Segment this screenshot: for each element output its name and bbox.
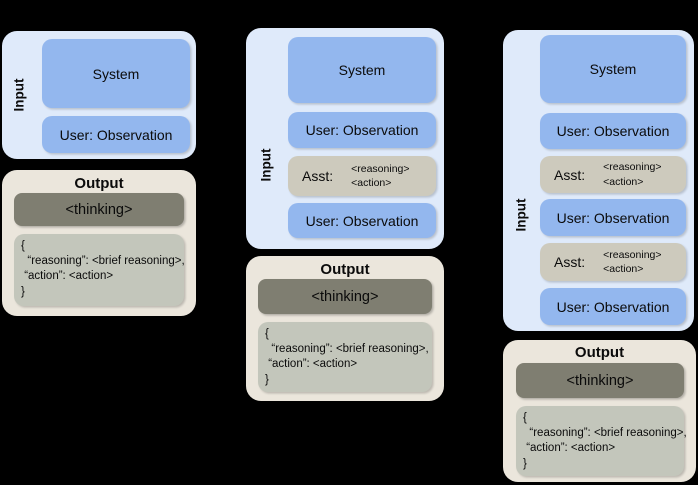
assistant-label: Asst: xyxy=(302,168,334,184)
system-message-label: System xyxy=(589,61,637,77)
json-output-box: { “reasoning”: <brief reasoning>, “actio… xyxy=(14,234,185,306)
user-observation-box: User: Observation xyxy=(540,288,686,325)
json-output-box: { “reasoning”: <brief reasoning>, “actio… xyxy=(516,406,687,476)
output-title: Output xyxy=(320,261,370,278)
thinking-box: <thinking> xyxy=(14,193,184,226)
input-rotated-label: Input xyxy=(11,78,27,112)
assistant-message-box: Asst: <reasoning> <action> xyxy=(288,156,436,196)
system-message-box: System xyxy=(540,35,686,103)
assistant-action: <action> xyxy=(603,175,644,188)
input-rotated-label: Input xyxy=(513,198,529,232)
json-line: “reasoning”: <brief reasoning>, xyxy=(523,427,687,440)
input-panel-step3: Input System User: Observation Asst: <re… xyxy=(503,30,694,331)
output-title: Output xyxy=(74,175,124,192)
user-observation-label: User: Observation xyxy=(556,209,670,226)
assistant-content: <reasoning> <action> xyxy=(603,248,661,276)
thinking-label: <thinking> xyxy=(566,372,634,389)
assistant-reasoning: <reasoning> xyxy=(351,162,410,175)
user-observation-box: User: Observation xyxy=(288,112,436,148)
output-panel-step2: Output <thinking> { “reasoning”: <brief … xyxy=(246,256,444,401)
system-message-box: System xyxy=(288,37,436,103)
output-panel-step1: Output <thinking> { “reasoning”: <brief … xyxy=(2,170,196,316)
user-observation-box: User: Observation xyxy=(540,199,686,236)
user-observation-label: User: Observation xyxy=(305,122,419,138)
input-rotated-label: Input xyxy=(258,148,274,182)
json-line: “action”: <action> xyxy=(523,442,616,455)
assistant-content: <reasoning> <action> xyxy=(351,162,409,190)
json-line: { xyxy=(21,240,25,252)
json-line: “reasoning”: <brief reasoning>, xyxy=(265,343,429,356)
assistant-label: Asst: xyxy=(554,254,586,270)
json-line: } xyxy=(21,285,25,298)
assistant-reasoning: <reasoning> xyxy=(603,248,662,261)
user-observation-box: User: Observation xyxy=(288,203,436,238)
system-message-box: System xyxy=(42,39,190,108)
input-panel-step1: Input System User: Observation xyxy=(2,31,196,159)
json-line: { xyxy=(265,328,269,340)
assistant-content: <reasoning> <action> xyxy=(603,160,661,188)
user-observation-box: User: Observation xyxy=(42,116,190,153)
json-line: { xyxy=(523,412,527,424)
json-line: } xyxy=(265,373,269,386)
json-output-box: { “reasoning”: <brief reasoning>, “actio… xyxy=(258,322,432,392)
user-observation-box: User: Observation xyxy=(540,113,686,149)
user-observation-label: User: Observation xyxy=(556,298,670,315)
output-title: Output xyxy=(574,344,625,361)
user-observation-label: User: Observation xyxy=(59,126,173,143)
json-line: “action”: <action> xyxy=(21,270,114,283)
assistant-reasoning: <reasoning> xyxy=(603,161,662,174)
assistant-label: Asst: xyxy=(554,166,586,183)
thinking-box: <thinking> xyxy=(516,363,684,398)
json-line: } xyxy=(523,457,527,470)
thinking-box: <thinking> xyxy=(258,279,432,314)
system-message-label: System xyxy=(92,65,140,82)
thinking-label: <thinking> xyxy=(311,288,379,305)
user-observation-label: User: Observation xyxy=(305,212,419,229)
system-message-label: System xyxy=(338,62,386,78)
user-observation-label: User: Observation xyxy=(556,123,670,139)
thinking-label: <thinking> xyxy=(65,201,133,218)
json-line: “reasoning”: <brief reasoning>, xyxy=(21,255,185,268)
output-panel-step3: Output <thinking> { “reasoning”: <brief … xyxy=(503,340,696,482)
json-line: “action”: <action> xyxy=(265,358,358,371)
assistant-message-box: Asst: <reasoning> <action> xyxy=(540,156,686,193)
assistant-action: <action> xyxy=(351,177,392,189)
assistant-action: <action> xyxy=(603,263,644,275)
assistant-message-box: Asst: <reasoning> <action> xyxy=(540,243,686,281)
input-panel-step2: Input System User: Observation Asst: <re… xyxy=(246,28,444,249)
